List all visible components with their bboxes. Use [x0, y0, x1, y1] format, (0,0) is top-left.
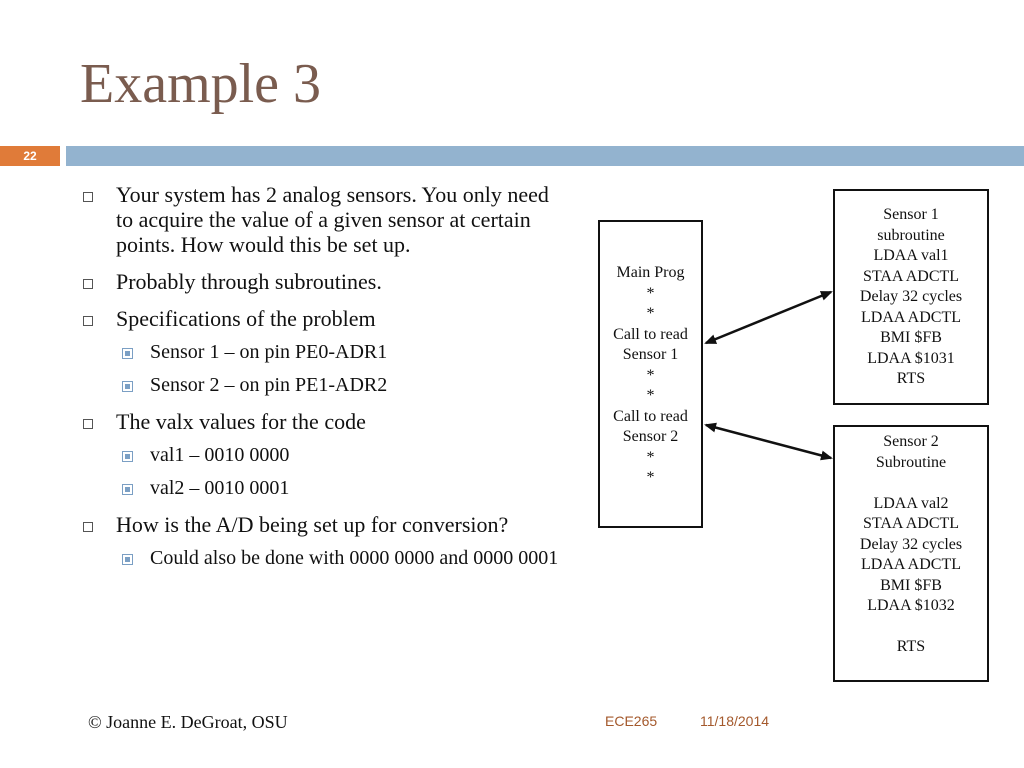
main-prog-line: * — [646, 305, 655, 322]
sub-bullet-text: Could also be done with 0000 0000 and 00… — [150, 547, 559, 569]
bullet-text: Your system has 2 analog sensors. You on… — [116, 182, 549, 257]
bullet-list: Your system has 2 analog sensors. You on… — [80, 182, 570, 582]
main-prog-line: Call to read — [613, 407, 688, 425]
bullet-item: How is the A/D being set up for conversi… — [80, 512, 570, 570]
sensor2-line: BMI $FB — [880, 576, 942, 594]
sub-bullet-item: Sensor 1 – on pin PE0-ADR1 — [80, 341, 570, 364]
sensor2-subroutine-box: Sensor 2 Subroutine LDAA val2 STAA ADCTL… — [833, 425, 989, 682]
sensor1-line: BMI $FB — [880, 329, 942, 346]
bullet-text: Specifications of the problem — [116, 306, 376, 331]
sensor2-line: STAA ADCTL — [862, 515, 960, 532]
main-prog-line: * — [646, 366, 655, 384]
sensor2-line: Sensor 2 — [883, 433, 939, 450]
call-arrow-sensor1 — [704, 290, 833, 345]
footer-course: ECE265 — [605, 713, 658, 729]
bullet-text: How is the A/D being set up for conversi… — [116, 512, 509, 537]
sub-bullet-text: val1 – 0010 0000 — [150, 444, 290, 466]
bullet-item: Specifications of the problem Sensor 1 –… — [80, 306, 570, 397]
main-program-box: Main Prog * * Call to read Sensor 1 * * … — [598, 220, 703, 528]
main-prog-line: * — [646, 387, 655, 404]
sensor1-line: LDAA ADCTL — [861, 308, 961, 326]
bullet-item: Your system has 2 analog sensors. You on… — [80, 182, 570, 257]
main-prog-line: * — [646, 469, 655, 486]
bullet-item: The valx values for the code val1 – 0010… — [80, 409, 570, 500]
sensor1-line: Delay 32 cycles — [859, 288, 963, 305]
sensor2-line — [835, 473, 987, 494]
title-divider-bar — [66, 146, 1024, 166]
sub-bullet-item: Could also be done with 0000 0000 and 00… — [80, 547, 570, 570]
sensor2-line: LDAA $1032 — [867, 597, 955, 614]
slide-title: Example 3 — [80, 53, 322, 115]
sensor1-line: RTS — [896, 370, 926, 387]
sensor1-line: STAA ADCTL — [862, 267, 960, 285]
sensor2-line: LDAA val2 — [873, 494, 949, 512]
sub-bullet-text: val2 – 0010 0001 — [150, 477, 290, 499]
sensor1-line: LDAA val1 — [873, 247, 949, 264]
sensor1-line: subroutine — [877, 226, 945, 244]
sub-bullet-item: val2 – 0010 0001 — [80, 477, 570, 500]
main-prog-line: * — [646, 284, 655, 302]
bullet-text: The valx values for the code — [116, 409, 366, 434]
main-prog-line: Call to read — [613, 325, 688, 343]
sub-bullet-text: Sensor 1 – on pin PE0-ADR1 — [150, 341, 388, 363]
main-prog-line: * — [646, 448, 655, 466]
sub-bullet-text: Sensor 2 – on pin PE1-ADR2 — [150, 374, 388, 396]
sensor2-line: RTS — [896, 638, 926, 655]
sub-bullet-item: val1 – 0010 0000 — [80, 444, 570, 467]
sensor1-subroutine-box: Sensor 1 subroutine LDAA val1 STAA ADCTL… — [833, 189, 989, 405]
main-prog-line: Sensor 2 — [622, 428, 679, 445]
main-prog-line: Sensor 1 — [622, 346, 679, 363]
sensor2-line: LDAA ADCTL — [861, 556, 961, 573]
main-prog-line: Main Prog — [616, 264, 685, 281]
sensor1-line: LDAA $1031 — [867, 349, 955, 367]
footer-date: 11/18/2014 — [700, 713, 770, 729]
call-arrow-sensor2 — [704, 422, 833, 461]
slide-number: 22 — [0, 146, 60, 166]
sensor2-line — [835, 617, 987, 638]
sensor2-line: Delay 32 cycles — [859, 535, 963, 553]
bullet-item: Probably through subroutines. — [80, 269, 570, 294]
footer-author: © Joanne E. DeGroat, OSU — [88, 712, 288, 732]
sensor2-line: Subroutine — [875, 453, 947, 471]
bullet-text: Probably through subroutines. — [116, 269, 382, 294]
sensor1-line: Sensor 1 — [883, 206, 939, 223]
sub-bullet-item: Sensor 2 – on pin PE1-ADR2 — [80, 374, 570, 397]
